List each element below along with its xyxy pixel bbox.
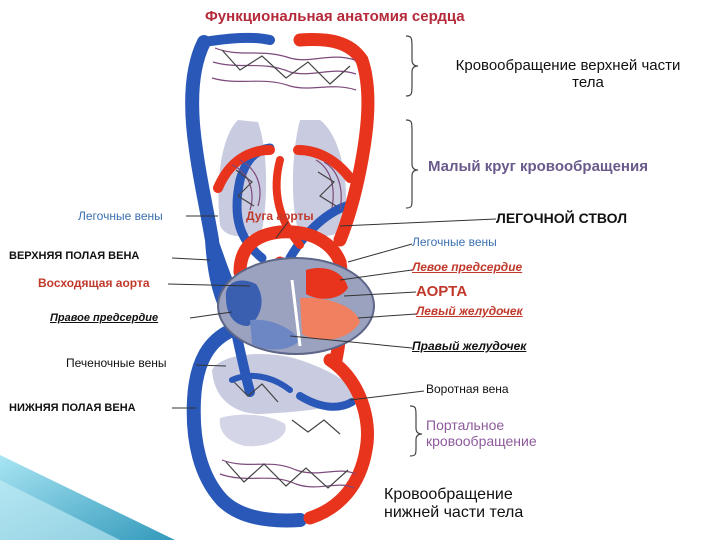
aortic-arch-label: Дуга аорты bbox=[246, 209, 314, 223]
slide-corner-decoration-light bbox=[0, 480, 120, 540]
hepatic-veins-label: Печеночные вены bbox=[66, 356, 167, 370]
label-leaders bbox=[167, 215, 497, 409]
portal-circulation-line2: кровообращение bbox=[426, 433, 537, 450]
right-atrium-shape bbox=[225, 280, 262, 326]
inferior-vena-cava-label: НИЖНЯЯ ПОЛАЯ ВЕНА bbox=[9, 402, 136, 414]
right-ventricle-label: Правый желудочек bbox=[412, 339, 527, 353]
portal-vein-label: Воротная вена bbox=[426, 382, 509, 396]
portal-circulation-line1: Портальное bbox=[426, 417, 505, 433]
heart bbox=[217, 257, 375, 355]
upper-capillary-network bbox=[211, 47, 357, 91]
portal-circulation-label: Портальное кровообращение bbox=[426, 417, 537, 449]
aorta-label: АОРТА bbox=[416, 283, 468, 300]
right-atrium-label: Правое предсердие bbox=[50, 312, 159, 324]
intestine bbox=[219, 414, 286, 447]
pulmonary-circulation-label: Малый круг кровообращения bbox=[428, 158, 648, 175]
upper-body-circulation-line2: тела bbox=[572, 74, 604, 92]
right-ventricle-shape bbox=[250, 319, 300, 350]
upper-body-circulation-line1: Кровообращение верхней части bbox=[455, 57, 681, 74]
left-atrium-shape bbox=[306, 268, 348, 299]
left-atrium-label: Левое предсердие bbox=[412, 260, 523, 274]
heart-septum bbox=[290, 279, 302, 347]
lower-capillary-network bbox=[219, 381, 357, 489]
pulmonary-veins-left-label: Легочные вены bbox=[78, 209, 163, 223]
superior-vena-cava-label: ВЕРХНЯЯ ПОЛАЯ ВЕНА bbox=[9, 250, 140, 262]
lower-body-circulation-label: Кровообращение нижней части тела bbox=[384, 486, 523, 523]
left-ventricle-label: Левый желудочек bbox=[416, 304, 523, 318]
ascending-aorta-label: Восходящая аорта bbox=[38, 276, 150, 290]
lower-body-circulation-line1: Кровообращение bbox=[384, 486, 513, 503]
braces bbox=[405, 35, 423, 457]
lower-body-circulation-line2: нижней части тела bbox=[384, 504, 524, 522]
pulmonary-trunk-label: ЛЕГОЧНОЙ СТВОЛ bbox=[496, 210, 628, 226]
pulmonary-capillary-network bbox=[231, 159, 342, 211]
left-ventricle-shape bbox=[300, 297, 360, 340]
pulmonary-veins-right-label: Легочные вены bbox=[412, 235, 497, 249]
diagram-title: Функциональная анатомия сердца bbox=[205, 8, 465, 25]
upper-body-circulation-label: Кровообращение верхней части тела bbox=[432, 57, 704, 92]
